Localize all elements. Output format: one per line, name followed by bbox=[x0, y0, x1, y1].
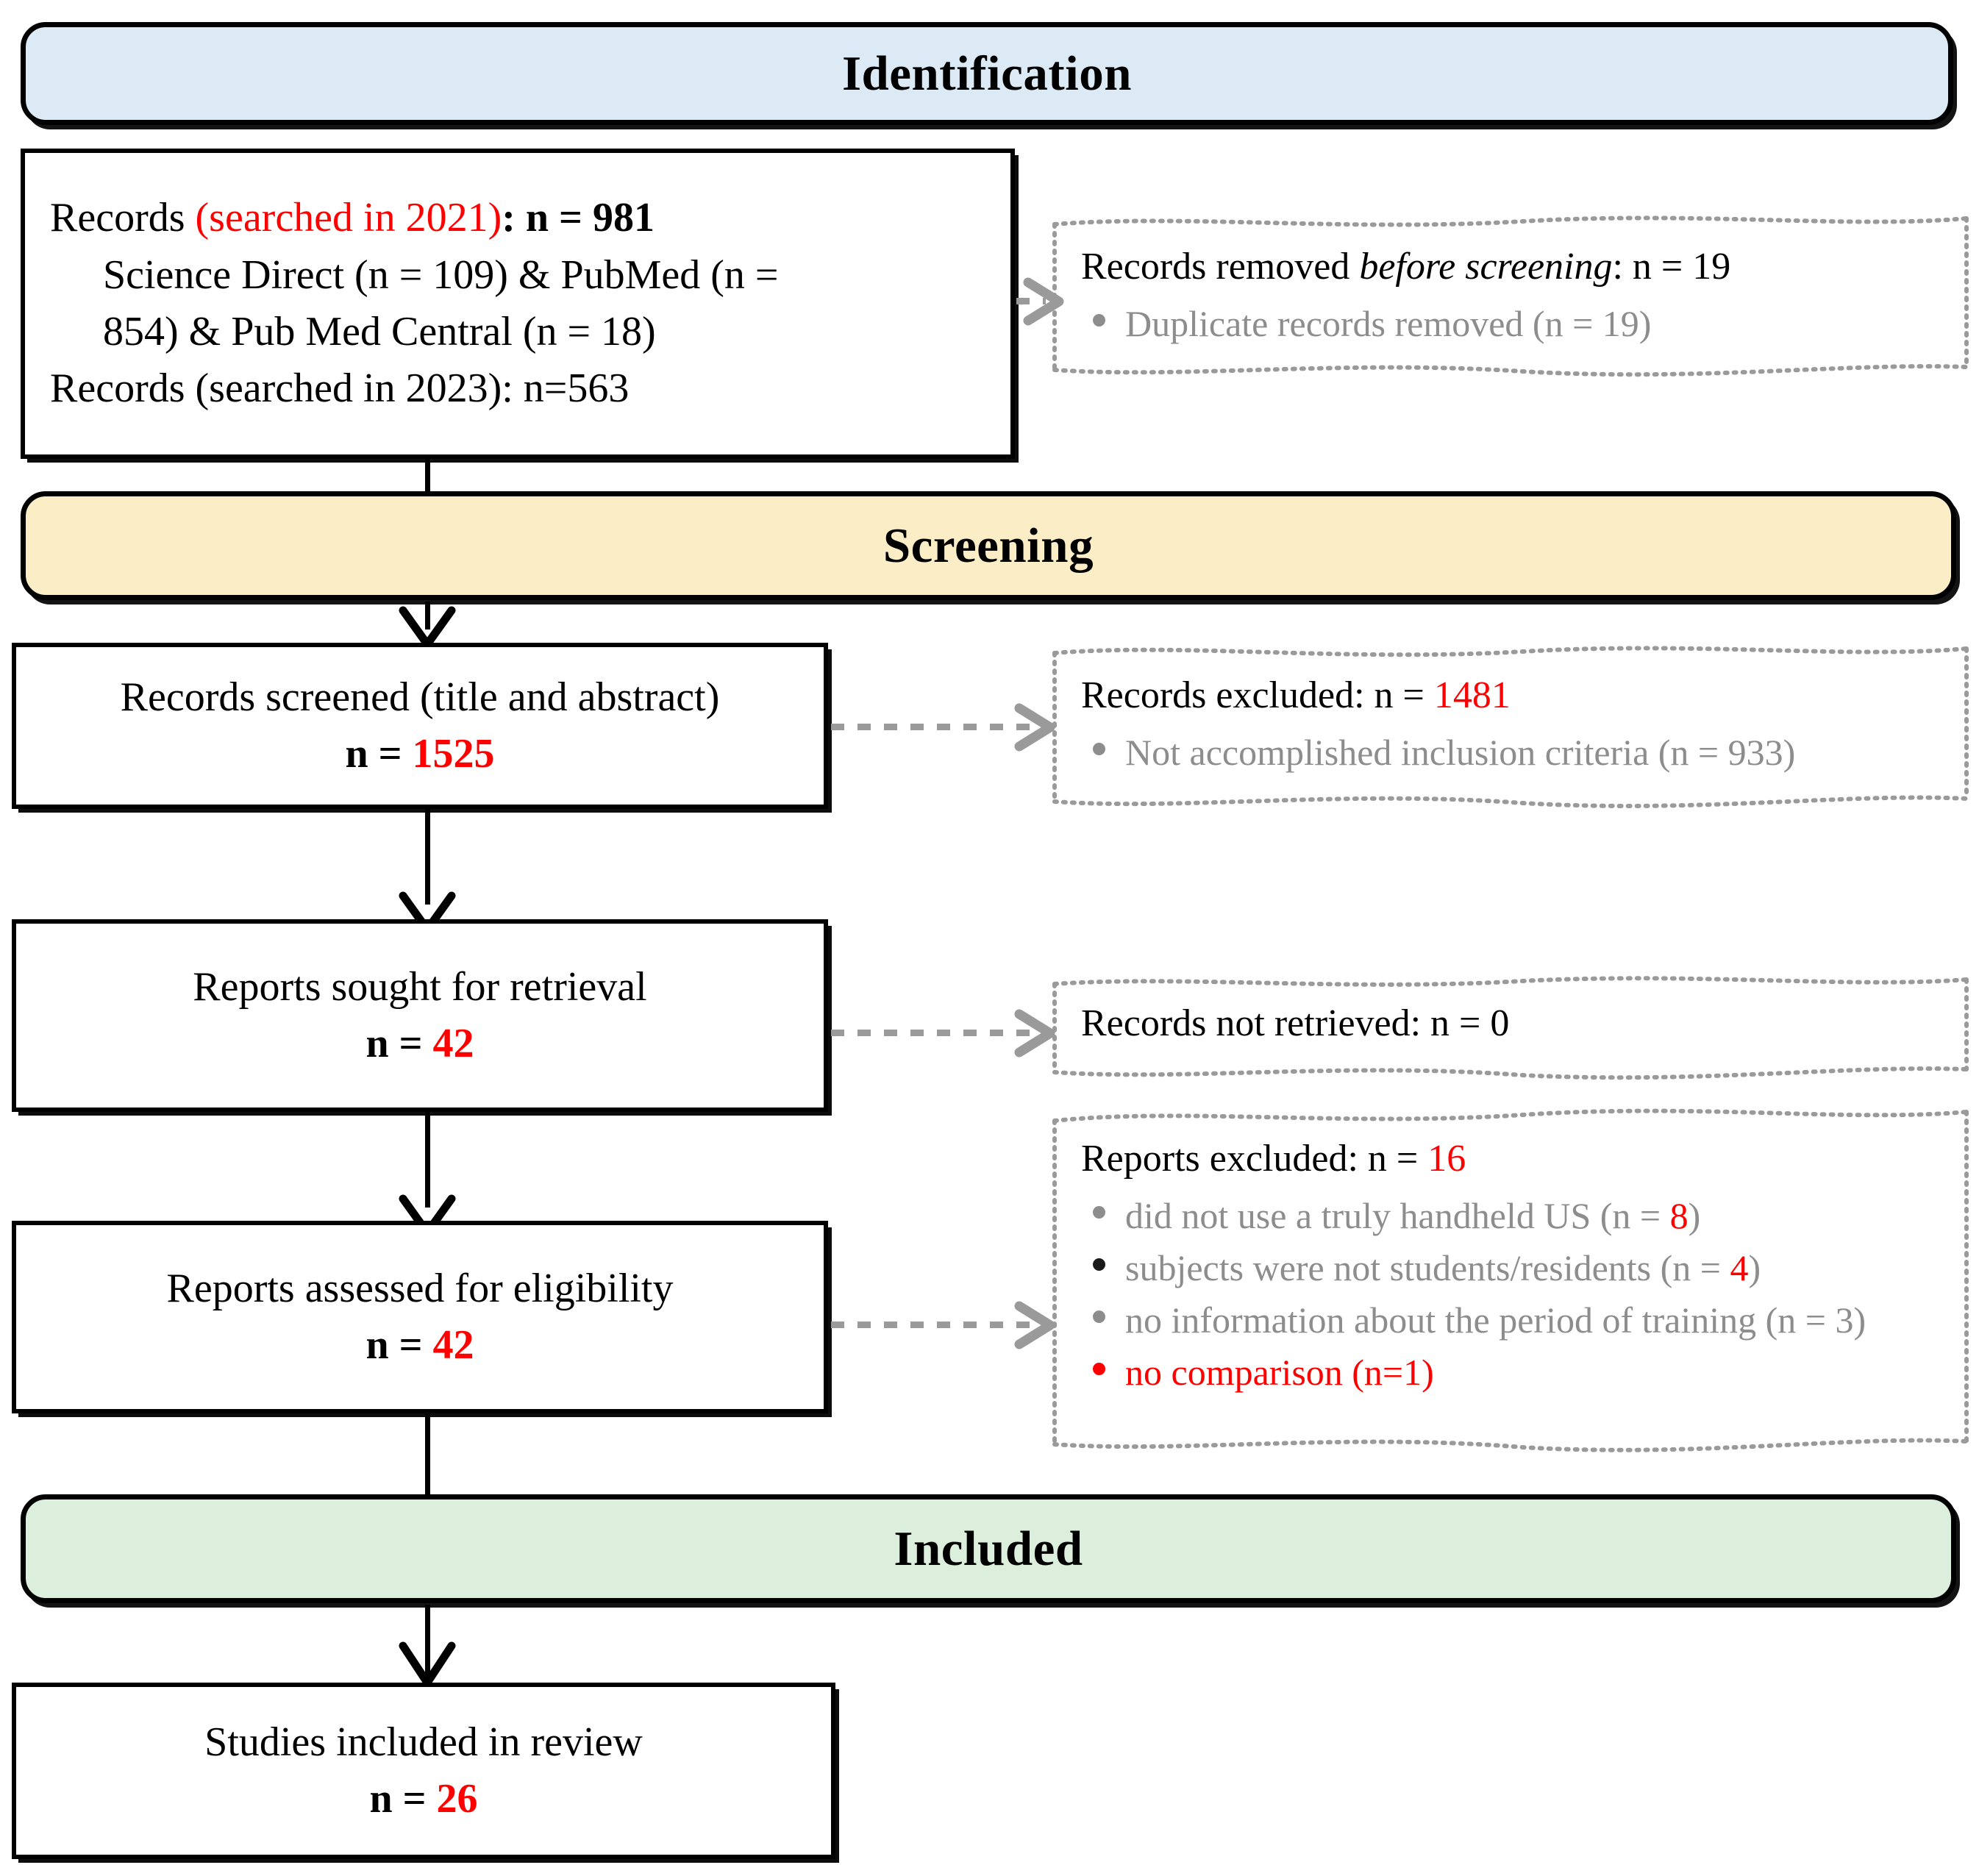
bullet-icon bbox=[1093, 742, 1105, 755]
records-identified-line4: Records (searched in 2023): n=563 bbox=[50, 365, 630, 412]
chevron-right-icon-reports-excluded bbox=[1008, 1297, 1063, 1353]
removed-before-screening-title: Records removed before screening: n = 19 bbox=[1081, 246, 1731, 288]
list-item: subjects were not students/residents (n … bbox=[1081, 1244, 1944, 1293]
connector-assessed-to-included bbox=[425, 1413, 430, 1497]
studies-included-count: n = 26 bbox=[369, 1776, 478, 1822]
box-reports-assessed: Reports assessed for eligibility n = 42 bbox=[12, 1221, 828, 1413]
bullet-icon bbox=[1093, 1205, 1105, 1219]
chevron-right-icon-not-retrieved bbox=[1008, 1005, 1063, 1061]
chevron-right-icon-removed bbox=[1016, 274, 1069, 329]
list-item: did not use a truly handheld US (n = 8) bbox=[1081, 1191, 1944, 1241]
reports-excluded-title: Reports excluded: n = 16 bbox=[1081, 1138, 1466, 1180]
records-excluded-n-value: 1481 bbox=[1433, 674, 1511, 716]
reports-sought-n-value: 42 bbox=[432, 1021, 474, 1066]
records-screened-n-value: 1525 bbox=[412, 731, 495, 777]
connector-sought-to-not-retrieved bbox=[831, 1030, 1030, 1036]
exclusion-reports-excluded: Reports excluded: n = 16 did not use a t… bbox=[1052, 1105, 1969, 1456]
box-reports-sought: Reports sought for retrieval n = 42 bbox=[12, 919, 828, 1112]
chevron-right-icon-excluded bbox=[1008, 699, 1063, 755]
records-excluded-list: Not accomplished inclusion criteria (n =… bbox=[1081, 728, 1944, 777]
box-records-identified: Records (searched in 2021): n = 981 Scie… bbox=[21, 149, 1015, 459]
list-item: no comparison (n=1) bbox=[1081, 1348, 1944, 1397]
connector-screened-to-excluded bbox=[831, 724, 1030, 730]
studies-included-label: Studies included in review bbox=[204, 1719, 643, 1765]
bullet-icon bbox=[1093, 313, 1105, 327]
exclusion-records-excluded: Records excluded: n = 1481 Not accomplis… bbox=[1052, 641, 1969, 812]
reports-excluded-n-value: 16 bbox=[1427, 1138, 1466, 1180]
connector-sought-to-assessed bbox=[425, 1112, 430, 1208]
connector-assessed-to-reports-excluded bbox=[831, 1322, 1030, 1328]
reports-excluded-item-0-value: 8 bbox=[1669, 1194, 1689, 1236]
connector-screening-to-screened bbox=[425, 602, 430, 630]
reports-excluded-list: did not use a truly handheld US (n = 8) … bbox=[1081, 1191, 1944, 1397]
studies-included-n-value: 26 bbox=[436, 1776, 478, 1822]
exclusion-records-not-retrieved: Records not retrieved: n = 0 bbox=[1052, 974, 1969, 1083]
reports-sought-label: Reports sought for retrieval bbox=[193, 963, 647, 1010]
bullet-icon bbox=[1093, 1362, 1105, 1375]
exclusion-removed-before-screening: Records removed before screening: n = 19… bbox=[1052, 213, 1969, 380]
reports-sought-count: n = 42 bbox=[366, 1021, 474, 1066]
records-excluded-title: Records excluded: n = 1481 bbox=[1081, 674, 1511, 716]
records-identified-line2: Science Direct (n = 109) & PubMed (n = bbox=[103, 252, 779, 298]
records-identified-line3: 854) & Pub Med Central (n = 18) bbox=[103, 309, 656, 354]
list-item: no information about the period of train… bbox=[1081, 1296, 1944, 1345]
stage-banner-identification: Identification bbox=[21, 22, 1953, 125]
bullet-icon bbox=[1093, 1310, 1105, 1323]
records-identified-line1: Records (searched in 2021): n = 981 bbox=[50, 195, 655, 241]
list-item: Duplicate records removed (n = 19) bbox=[1081, 299, 1944, 349]
connector-screened-to-sought bbox=[425, 809, 430, 905]
box-studies-included: Studies included in review n = 26 bbox=[12, 1683, 835, 1859]
records-screened-count: n = 1525 bbox=[345, 731, 495, 777]
stage-banner-included: Included bbox=[21, 1494, 1956, 1603]
reports-assessed-label: Reports assessed for eligibility bbox=[166, 1265, 674, 1311]
connector-identified-to-screening bbox=[425, 459, 430, 497]
bullet-icon bbox=[1093, 1258, 1105, 1271]
stage-banner-screening: Screening bbox=[21, 491, 1956, 600]
connector-included-to-studies bbox=[425, 1605, 430, 1677]
stage-label-screening: Screening bbox=[882, 518, 1094, 573]
connector-identified-to-removed bbox=[1016, 298, 1046, 304]
reports-excluded-item-1-value: 4 bbox=[1730, 1246, 1749, 1288]
removed-before-screening-list: Duplicate records removed (n = 19) bbox=[1081, 299, 1944, 349]
records-identified-year-2021: (searched in 2021) bbox=[195, 195, 502, 241]
box-records-screened: Records screened (title and abstract) n … bbox=[12, 643, 828, 809]
list-item: Not accomplished inclusion criteria (n =… bbox=[1081, 728, 1944, 777]
records-not-retrieved-title: Records not retrieved: n = 0 bbox=[1081, 1002, 1510, 1044]
reports-assessed-n-value: 42 bbox=[432, 1322, 474, 1368]
records-screened-label: Records screened (title and abstract) bbox=[120, 674, 720, 720]
reports-assessed-count: n = 42 bbox=[366, 1322, 474, 1368]
stage-label-included: Included bbox=[894, 1521, 1083, 1576]
stage-label-identification: Identification bbox=[841, 46, 1133, 101]
